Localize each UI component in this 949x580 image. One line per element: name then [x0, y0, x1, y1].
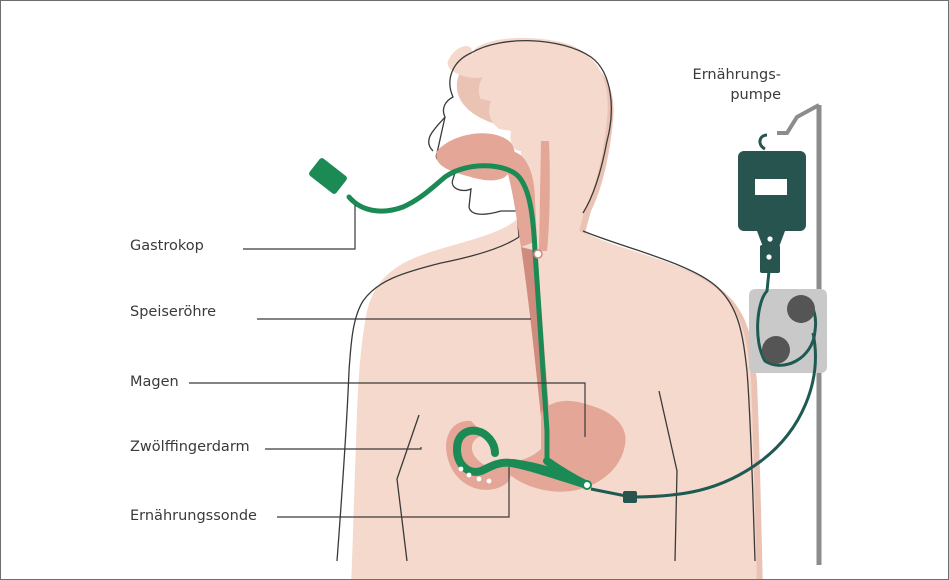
tube-connector-icon: [623, 491, 637, 503]
label-gastroscope: Gastrokop: [130, 237, 204, 255]
tube-port: [583, 481, 591, 489]
gastroscope-handle-icon: [308, 157, 348, 195]
leader-gastroscope: [243, 205, 355, 249]
pump-roller-top-icon: [787, 295, 815, 323]
bag-label: [755, 179, 787, 195]
label-stomach: Magen: [130, 373, 179, 391]
esophagus-ring: [534, 250, 542, 258]
label-feeding-pump-line1: Ernährungs-: [673, 65, 781, 85]
label-feeding-pump-line2: pumpe: [673, 85, 781, 105]
pole-hook: [777, 105, 819, 133]
body-skin: [351, 38, 757, 579]
label-duodenum: Zwölffingerdarm: [130, 438, 250, 456]
label-esophagus: Speiseröhre: [130, 303, 216, 321]
label-feeding-tube: Ernährungssonde: [130, 507, 257, 525]
body-silhouette: [337, 38, 763, 579]
label-feeding-pump: Ernährungs- pumpe: [673, 65, 781, 105]
pump-roller-bottom-icon: [762, 336, 790, 364]
bag-hook: [760, 135, 767, 149]
